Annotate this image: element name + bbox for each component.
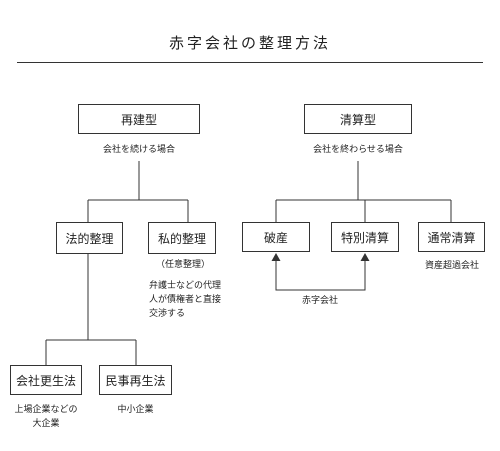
arrow-to-special bbox=[360, 253, 370, 261]
caption-liquidation: 会社を終わらせる場合 bbox=[313, 145, 403, 155]
caption-private-paren: （任意整理） bbox=[155, 260, 210, 270]
caption-civil-rehab: 中小企業 bbox=[117, 405, 154, 415]
caption-private-desc-2: 人が債権者と直接 bbox=[149, 295, 222, 305]
caption-rebuild: 会社を続ける場合 bbox=[102, 145, 175, 155]
node-civil-rehabilitation: 民事再生法 bbox=[99, 365, 172, 395]
caption-deficit: 赤字会社 bbox=[301, 296, 338, 306]
node-legal: 法的整理 bbox=[56, 222, 123, 254]
caption-private-desc-1: 弁護士などの代理 bbox=[149, 281, 222, 291]
deficit-bracket bbox=[275, 259, 366, 291]
page-title: 赤字会社の整理方法 bbox=[168, 34, 331, 52]
arrow-to-bankruptcy bbox=[271, 253, 281, 261]
node-bankruptcy: 破産 bbox=[242, 222, 310, 252]
node-private: 私的整理 bbox=[148, 222, 216, 254]
node-liquidation: 清算型 bbox=[304, 104, 412, 134]
node-rebuild: 再建型 bbox=[78, 104, 200, 134]
caption-ordinary: 資産超過会社 bbox=[424, 261, 479, 271]
node-ordinary-liquidation: 通常清算 bbox=[418, 222, 485, 252]
node-corporate-reorganization: 会社更生法 bbox=[10, 365, 82, 395]
caption-corporate-reorg-2: 大企業 bbox=[32, 419, 60, 429]
caption-corporate-reorg-1: 上場企業などの bbox=[14, 405, 78, 415]
node-special-liquidation: 特別清算 bbox=[331, 222, 399, 252]
caption-private-desc-3: 交渉する bbox=[149, 309, 186, 319]
title-underline bbox=[17, 62, 483, 63]
